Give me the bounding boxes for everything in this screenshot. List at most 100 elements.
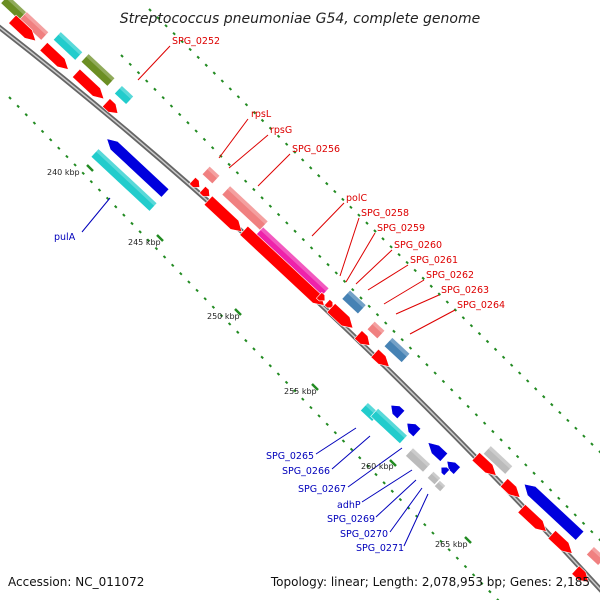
feature-gray-a: [482, 445, 514, 475]
tick-row-a-tick: [195, 288, 199, 293]
tick-row-a-tick: [252, 347, 256, 351]
tick-row-a-tick: [122, 213, 126, 217]
feature-fwd-h-shape: [547, 530, 573, 554]
tick-row-b-tick: [172, 31, 176, 36]
feature-spg0256-shape: [203, 195, 243, 233]
feature-olive-b: [80, 53, 116, 87]
tick-row-b-tick: [156, 16, 160, 20]
tick-row-b-tick: [204, 63, 208, 67]
tick-row-b-tick: [542, 395, 546, 399]
tick-row-b-tick: [276, 134, 281, 138]
tick-row-b-tick: [309, 166, 313, 170]
tick-row-a-tick: [439, 539, 443, 544]
tick-row-c-tick: [268, 204, 273, 208]
tick-row-c-tick: [309, 246, 314, 250]
tick-row-c-tick: [548, 488, 553, 492]
leader-spg0252: [137, 45, 171, 81]
tick-row-b-tick: [405, 260, 409, 265]
gene-label-pula[interactable]: pulA: [54, 232, 76, 243]
gene-label-spg0269[interactable]: SPG_0269: [327, 514, 375, 525]
feature-fwd-a: [8, 14, 37, 42]
tick-row-c-tick: [342, 279, 347, 284]
feature-rpsl-top-highlight: [207, 166, 220, 179]
gene-label-adhp[interactable]: adhP: [337, 500, 361, 511]
tick-row-b-tick: [517, 371, 522, 375]
tick-row-a-tick: [268, 364, 272, 368]
tick-row-b-tick: [325, 181, 329, 186]
feature-fwd-f: [499, 478, 521, 498]
tick-row-c-tick: [515, 454, 520, 459]
scale-labels: 240 kbp 245 kbp 250 kbp 255 kbp 260 kbp …: [47, 168, 468, 549]
gene-label-spg0270[interactable]: SPG_0270: [340, 529, 388, 540]
scale-label-265: 265 kbp: [435, 540, 468, 549]
tick-row-b-tick: [180, 39, 184, 44]
tick-row-b-tick: [389, 245, 393, 249]
tick-row-c-tick: [318, 254, 322, 258]
leader-spg0267: [347, 447, 403, 488]
tick-row-a-tick: [65, 154, 69, 159]
gene-label-spg0252[interactable]: SPG_0252: [172, 36, 220, 47]
feature-spg0256-light: [221, 185, 269, 231]
tick-row-a-tick: [97, 188, 102, 192]
feature-fwd-f-shape: [499, 478, 521, 498]
feature-rev-c: [523, 483, 585, 541]
gene-label-spg0260[interactable]: SPG_0260: [394, 240, 442, 251]
genome-summary-text: Topology: linear; Length: 2,078,953 bp; …: [270, 575, 590, 589]
gene-label-spg0261[interactable]: SPG_0261: [410, 255, 458, 266]
gene-label-spg0259[interactable]: SPG_0259: [377, 223, 425, 234]
gene-features: [0, 0, 600, 583]
tick-row-b-tick: [252, 110, 257, 115]
gene-label-spg0258[interactable]: SPG_0258: [361, 208, 409, 219]
gene-label-rpsg[interactable]: rpsG: [270, 125, 292, 136]
gene-label-spg0267[interactable]: SPG_0267: [298, 484, 346, 495]
leader-rpsl: [218, 118, 249, 159]
gene-label-spg0264[interactable]: SPG_0264: [457, 300, 505, 311]
label-leader-lines: [81, 45, 456, 547]
leader-spg0265: [315, 427, 357, 455]
feature-polc-magenta-shape: [254, 226, 330, 298]
tick-row-c-tick: [474, 413, 479, 417]
tick-row-c-tick: [128, 62, 132, 67]
tick-row-b-tick: [421, 276, 425, 281]
scale-label-255: 255 kbp: [284, 387, 317, 396]
tick-row-a-tick: [276, 372, 281, 376]
tick-row-b-tick: [509, 363, 514, 367]
feature-fwd-i: [571, 565, 590, 583]
tick-row-a-tick: [349, 447, 354, 452]
feature-rpsg: [198, 185, 210, 197]
gene-label-polc[interactable]: polC: [346, 193, 367, 204]
tick-row-c-tick: [524, 463, 528, 467]
feature-steel-a: [341, 289, 367, 315]
feature-rpsg-shape: [198, 185, 210, 197]
major-tick-0: [86, 164, 94, 172]
feature-spg0266-shape: [427, 442, 449, 462]
gene-label-spg0265[interactable]: SPG_0265: [266, 451, 314, 462]
tick-row-c-tick: [384, 321, 388, 325]
feature-cyan-pula-highlight: [95, 148, 158, 207]
feature-spg0259: [323, 298, 334, 309]
tick-row-c-tick: [441, 379, 446, 384]
gene-label-spg0263[interactable]: SPG_0263: [441, 285, 489, 296]
gene-label-spg0262[interactable]: SPG_0262: [426, 270, 474, 281]
tick-row-b-tick: [413, 268, 417, 273]
major-tick-2: [234, 308, 242, 316]
gene-label-spg0256[interactable]: SPG_0256: [292, 144, 340, 155]
feature-spg0265: [370, 407, 408, 445]
tick-row-b-tick: [333, 189, 337, 194]
feature-spg0264: [370, 348, 390, 368]
scale-label-260: 260 kbp: [361, 462, 394, 471]
tick-row-a-tick: [496, 598, 500, 600]
tick-row-a-tick: [455, 556, 460, 560]
tick-row-a-tick: [203, 297, 207, 301]
leader-spg0266: [331, 435, 371, 470]
tick-row-a-tick: [73, 163, 77, 167]
tick-row-b-tick: [381, 237, 385, 241]
tick-row-b-tick: [365, 221, 369, 225]
feature-rev-a-shape: [390, 404, 406, 420]
gene-label-rpsl[interactable]: rpsL: [251, 109, 272, 120]
tick-row-b-tick: [501, 355, 506, 359]
gene-label-spg0271[interactable]: SPG_0271: [356, 543, 404, 554]
major-tick-3: [311, 383, 319, 391]
leader-spg0256: [257, 153, 291, 187]
gene-label-spg0266[interactable]: SPG_0266: [282, 466, 330, 477]
